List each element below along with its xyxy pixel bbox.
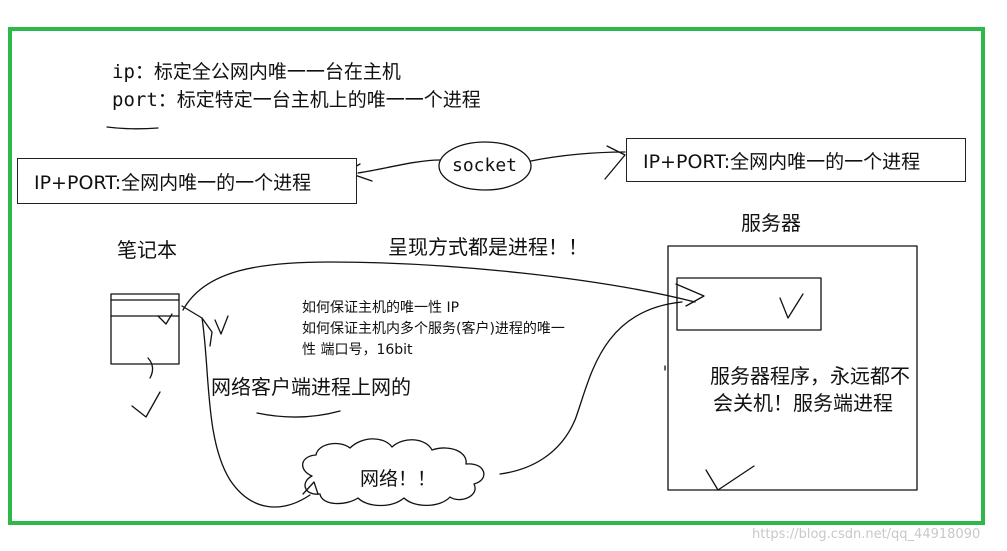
process-note: 呈现方式都是进程！！: [388, 235, 588, 259]
laptop-label: 笔记本: [117, 238, 177, 262]
bottom-connection-curve: [201, 317, 311, 508]
laptop-checkmark: [131, 391, 161, 418]
laptop-icon: [110, 293, 180, 365]
left-ipport-box: IP+PORT:全网内唯一的一个进程: [17, 158, 357, 204]
socket-ellipse: [438, 141, 532, 191]
socket-right-connector: [530, 151, 626, 162]
green-frame: [8, 27, 985, 525]
socket-left-connector: [357, 159, 441, 174]
right-ipport-label: IP+PORT:全网内唯一的一个进程: [643, 150, 921, 173]
socket-label: socket: [452, 155, 518, 176]
server-note-line2: 会关机！服务端进程: [713, 391, 893, 415]
right-arrowhead: [604, 145, 626, 180]
server-box: [667, 245, 918, 491]
center-note-line2: 如何保证主机内多个服务(客户)进程的唯一: [302, 321, 565, 337]
center-note-line3: 性 端口号，16bit: [302, 342, 413, 358]
watermark: https://blog.csdn.net/qq_44918090: [752, 527, 981, 542]
left-ipport-label: IP+PORT:全网内唯一的一个进程: [34, 171, 312, 194]
cloud-server-curve: [499, 301, 683, 475]
port-definition: port：标定特定一台主机上的唯一一个进程: [112, 89, 481, 111]
server-checkmark: [705, 465, 755, 491]
server-process-box: [676, 277, 822, 331]
server-note-line1: 服务器程序，永远都不: [710, 364, 910, 388]
network-cloud: [302, 438, 485, 507]
client-note: 网络客户端进程上网的: [211, 375, 411, 399]
server-process-checkmark: [779, 293, 804, 319]
right-ipport-box: IP+PORT:全网内唯一的一个进程: [626, 138, 966, 182]
cloud-label: 网络！！: [360, 468, 437, 490]
server-label: 服务器: [741, 211, 801, 235]
port-underline: [106, 126, 159, 130]
center-note-line1: 如何保证主机的唯一性 IP: [302, 300, 460, 316]
top-connection-curve: [182, 261, 696, 311]
ip-definition: ip：标定全公网内唯一一台在主机: [112, 61, 401, 83]
